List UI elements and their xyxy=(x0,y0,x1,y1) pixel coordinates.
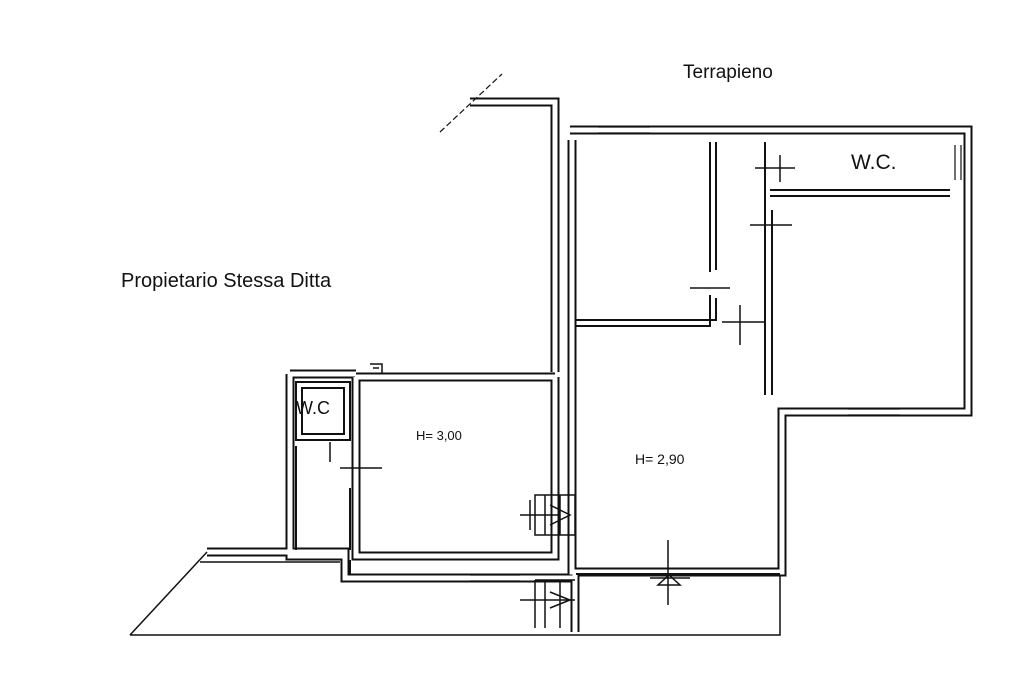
terrace xyxy=(129,551,781,636)
wc-upper-label: W.C. xyxy=(851,151,897,174)
height-right-label: H= 2,90 xyxy=(635,451,685,467)
terrapieno-label: Terrapieno xyxy=(683,62,773,83)
owner-label: Propietario Stessa Ditta xyxy=(121,270,332,292)
walls-outer xyxy=(207,97,973,632)
windows xyxy=(470,126,962,582)
walls-inner xyxy=(295,142,950,575)
wc-lower-label: W.C xyxy=(296,398,330,418)
door-marks xyxy=(329,155,795,628)
diagonal-boundary xyxy=(439,73,503,133)
height-left-label: H= 3,00 xyxy=(416,428,462,443)
